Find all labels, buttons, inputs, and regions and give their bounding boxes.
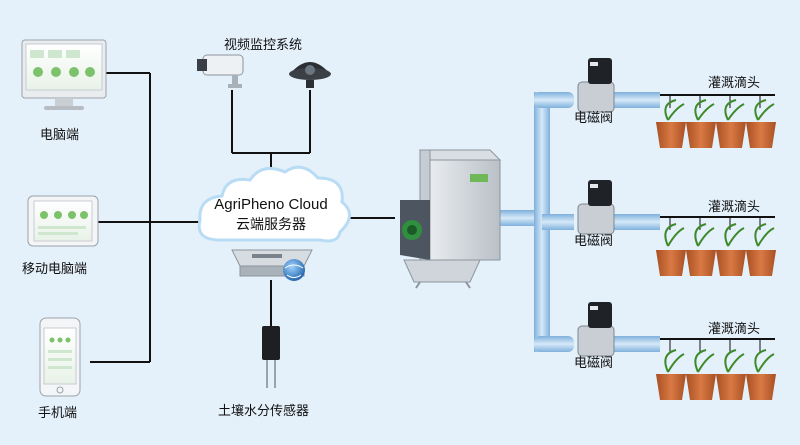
valve-3-label: 电磁阀 [574,356,614,371]
plant-pots-row-2 [656,217,776,276]
bullet-camera-icon [197,54,244,88]
phone-icon [39,317,81,397]
valve-2-label: 电磁阀 [574,234,614,249]
cloud-shape [197,165,351,243]
drip-lines [660,94,775,340]
mobile-pc-client-label: 移动电脑端 [22,262,88,277]
valve-3-icon [577,302,615,357]
valve-1-icon [577,58,615,113]
video-system-label: 视频监控系统 [224,38,303,53]
pc-monitor-icon [21,39,107,110]
valve-1-label: 电磁阀 [574,111,614,126]
phone-client-label: 手机端 [38,406,78,421]
plant-pots-row-1 [656,95,776,148]
plant-pots-row-3 [656,339,776,400]
pc-client-label: 电脑端 [40,128,80,143]
soil-sensor-icon [262,326,280,388]
soil-sensor-label: 土壤水分传感器 [218,404,310,419]
connection-lines [90,72,395,363]
drip-3-label: 灌溉滴头 [708,322,761,337]
valve-2-icon [577,180,615,235]
drip-1-label: 灌溉滴头 [708,76,761,91]
cloud-name-label: AgriPheno Cloud [214,196,328,213]
dome-camera-icon [289,62,331,88]
tablet-icon [27,195,99,247]
server-icon [231,249,313,281]
drip-2-label: 灌溉滴头 [708,200,761,215]
water-pipes [480,92,660,352]
control-cabinet-icon [400,149,502,289]
cloud-server-label: 云端服务器 [236,217,306,233]
